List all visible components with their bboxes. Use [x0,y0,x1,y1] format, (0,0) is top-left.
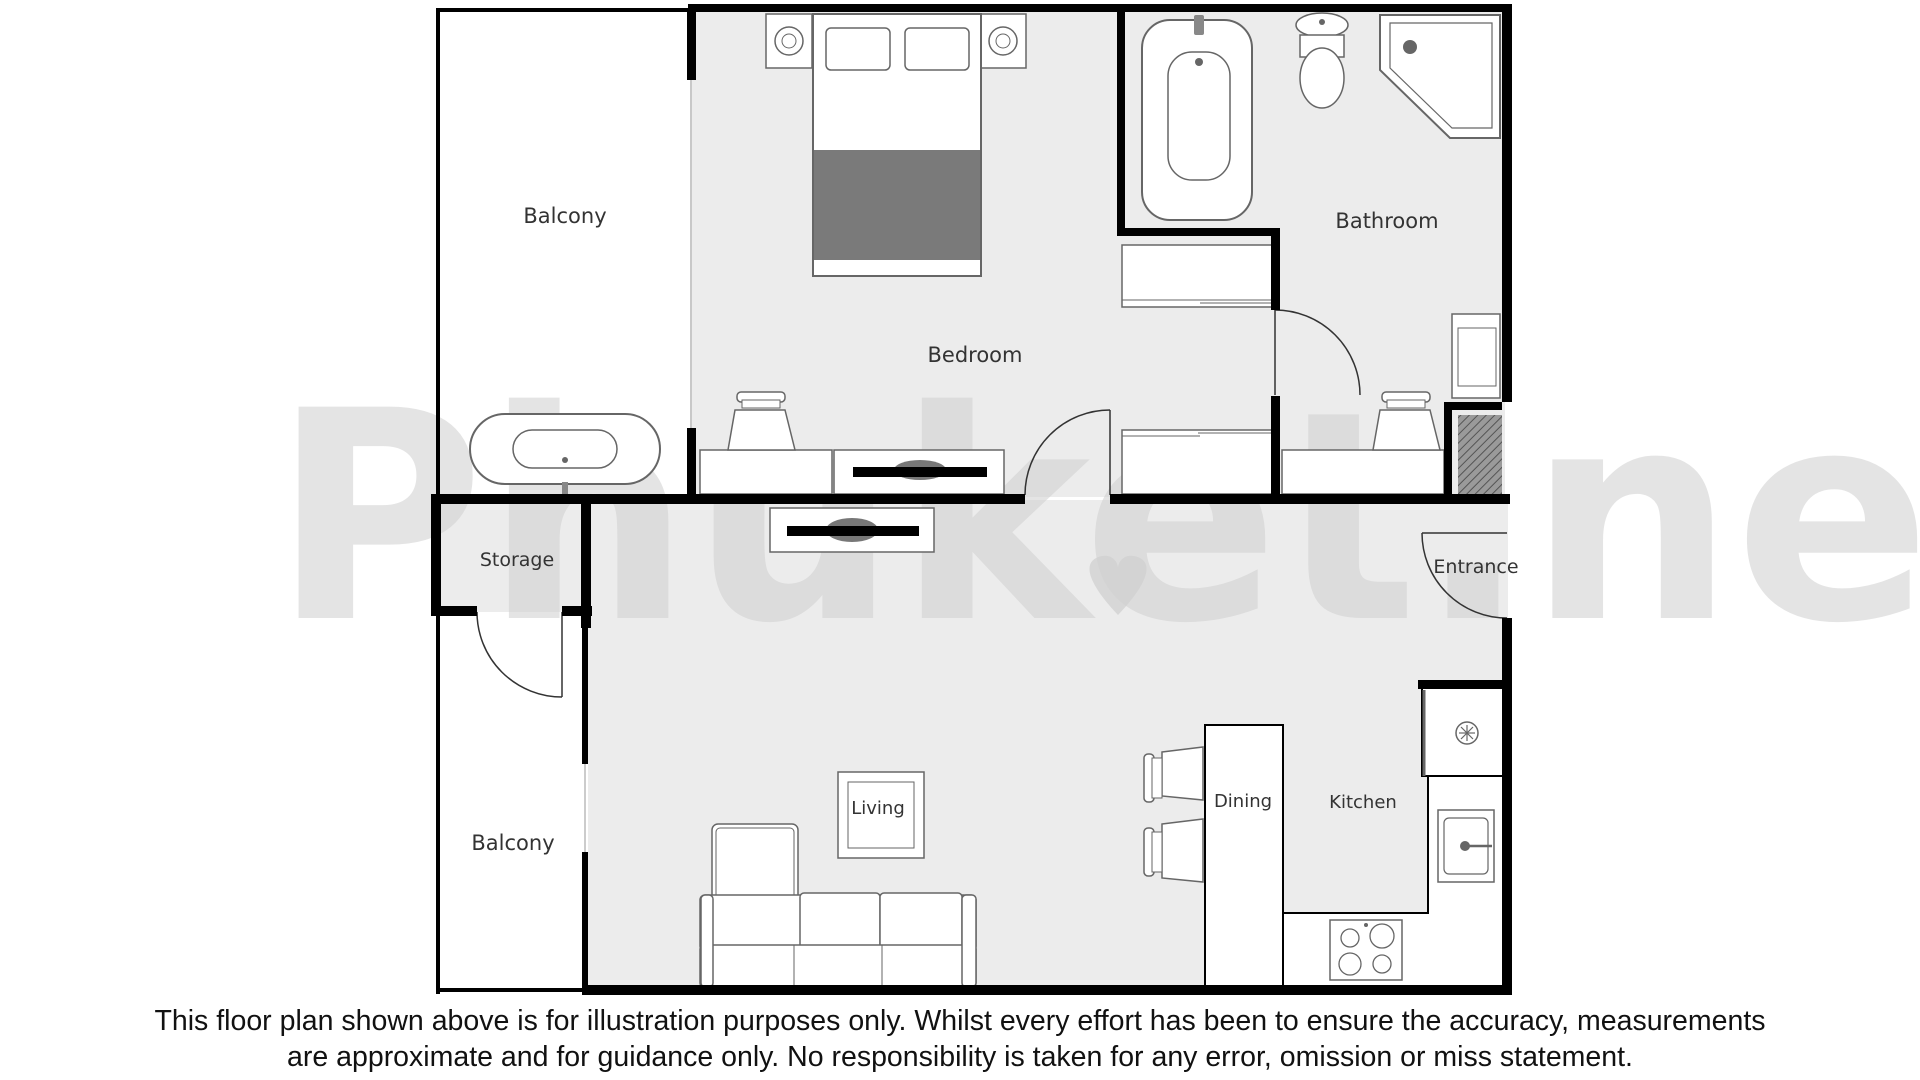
room-label-balcony-top: Balcony [523,204,606,228]
bar-stools [1143,746,1204,883]
tv-console [769,507,935,553]
disclaimer: This floor plan shown above is for illus… [0,1003,1920,1075]
room-label-living: Living [851,798,905,819]
room-label-kitchen: Kitchen [1329,792,1397,813]
floor-balcony-bottom [438,612,588,992]
wall-balcony-top-left [436,8,440,498]
disclaimer-line-1: This floor plan shown above is for illus… [154,1005,1766,1037]
lamp-icon [988,26,1018,56]
door-swings [476,309,1508,698]
floor-storage [438,500,588,612]
coffee-table [837,771,925,859]
sofa [699,823,977,988]
room-label-balcony-bottom: Balcony [471,831,554,855]
shower-tray [1379,14,1501,139]
room-label-dining: Dining [1214,791,1272,812]
toilet [1295,12,1349,109]
floor-plan: Phuket.net [272,4,1920,995]
watermark-heart-icon [1089,555,1147,615]
desk-chair [727,391,796,451]
lamp-icon [774,26,804,56]
room-label-storage: Storage [480,549,554,571]
room-labels: Balcony Bedroom Bathroom Storage Entranc… [471,204,1518,855]
stove-icon [1329,919,1403,981]
wall-outer-right [1502,4,1512,402]
bathroom-door-swing [1274,309,1361,396]
watermark: Phuket.net [272,350,1920,687]
pillow-right [904,27,970,71]
room-label-entrance: Entrance [1433,556,1518,578]
storage-door-swing [476,611,563,698]
balcony-bathtub [469,413,661,494]
wardrobe-top [1121,244,1278,308]
bathtub [1141,15,1253,221]
entrance-door-swing [1421,532,1508,619]
bed-cover [814,150,980,260]
sink-icon [1437,809,1495,883]
utility-shaft [1458,415,1502,495]
wall-outer-bottom [582,985,1512,995]
wardrobe-bottom [1121,429,1278,495]
room-label-bathroom: Bathroom [1335,209,1438,233]
wall-balcony-top [436,8,690,12]
bedroom-desk [699,449,1005,495]
walls [431,4,1512,995]
disclaimer-line-2: are approximate and for guidance only. N… [287,1041,1633,1073]
dining-counter [1204,724,1284,988]
bathroom-desk [1281,391,1445,495]
bedroom-door-swing [1024,409,1111,496]
wall-outer-top [688,4,1510,12]
pillow-left [825,27,891,71]
bathroom-cabinet [1451,313,1501,399]
fan-icon [1455,721,1479,745]
bed [765,13,1027,277]
room-label-bedroom: Bedroom [928,343,1023,367]
